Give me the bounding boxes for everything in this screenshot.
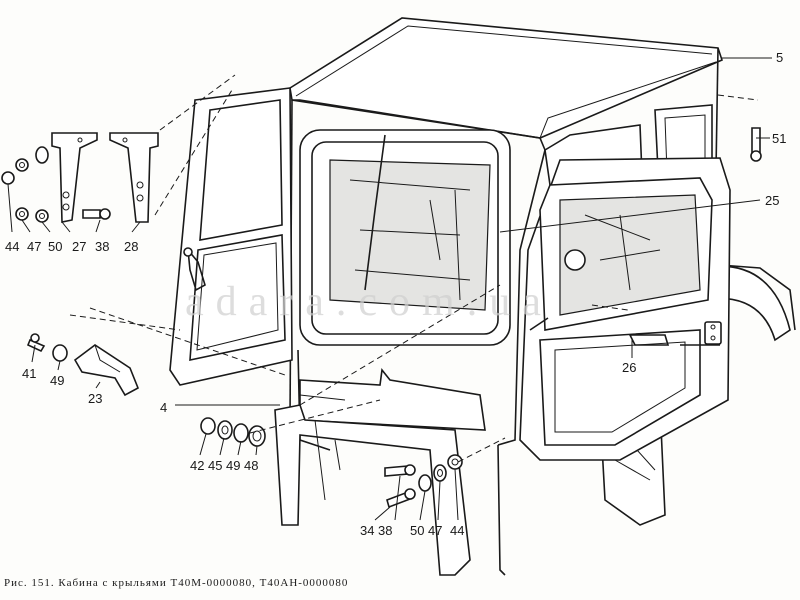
- label-51: 51: [772, 131, 786, 146]
- label-49-right: 49: [226, 458, 240, 473]
- label-27: 27: [72, 239, 86, 254]
- label-47-left: 47: [27, 239, 41, 254]
- cab-body: [274, 17, 796, 576]
- label-42: 42: [190, 458, 204, 473]
- label-50-bottom: 50: [410, 523, 424, 538]
- label-44-bottom: 44: [450, 523, 464, 538]
- leader-lines: [7, 57, 772, 521]
- label-45: 45: [208, 458, 222, 473]
- label-47-bottom: 47: [428, 523, 442, 538]
- label-25: 25: [765, 193, 779, 208]
- label-38-left: 38: [95, 239, 109, 254]
- hardware-42-48: [200, 417, 266, 447]
- figure-caption: Рис. 151. Кабина с крыльями Т40М-0000080…: [4, 577, 348, 589]
- bracket-27: [51, 132, 98, 223]
- label-48: 48: [244, 458, 258, 473]
- label-28: 28: [124, 239, 138, 254]
- label-5: 5: [776, 50, 783, 65]
- hardware-left-top: [1, 146, 111, 223]
- left-door: [169, 87, 293, 386]
- hardware-41-49: [26, 333, 68, 362]
- label-49: 49: [50, 373, 64, 388]
- label-34: 34: [360, 523, 374, 538]
- label-41: 41: [22, 366, 36, 381]
- label-4: 4: [160, 400, 167, 415]
- label-23: 23: [88, 391, 102, 406]
- bracket-28: [109, 132, 159, 223]
- label-44-left: 44: [5, 239, 19, 254]
- label-38-bottom: 38: [378, 523, 392, 538]
- watermark: adara.com.ua: [185, 279, 553, 325]
- label-26: 26: [622, 360, 636, 375]
- assembly-lines: [69, 74, 759, 463]
- right-door: [519, 157, 731, 461]
- bracket-23: [73, 344, 140, 397]
- part-labels: 5 51 25 26 4 41 49 23 44 47 50 27 38 28 …: [5, 50, 786, 538]
- label-50-left: 50: [48, 239, 62, 254]
